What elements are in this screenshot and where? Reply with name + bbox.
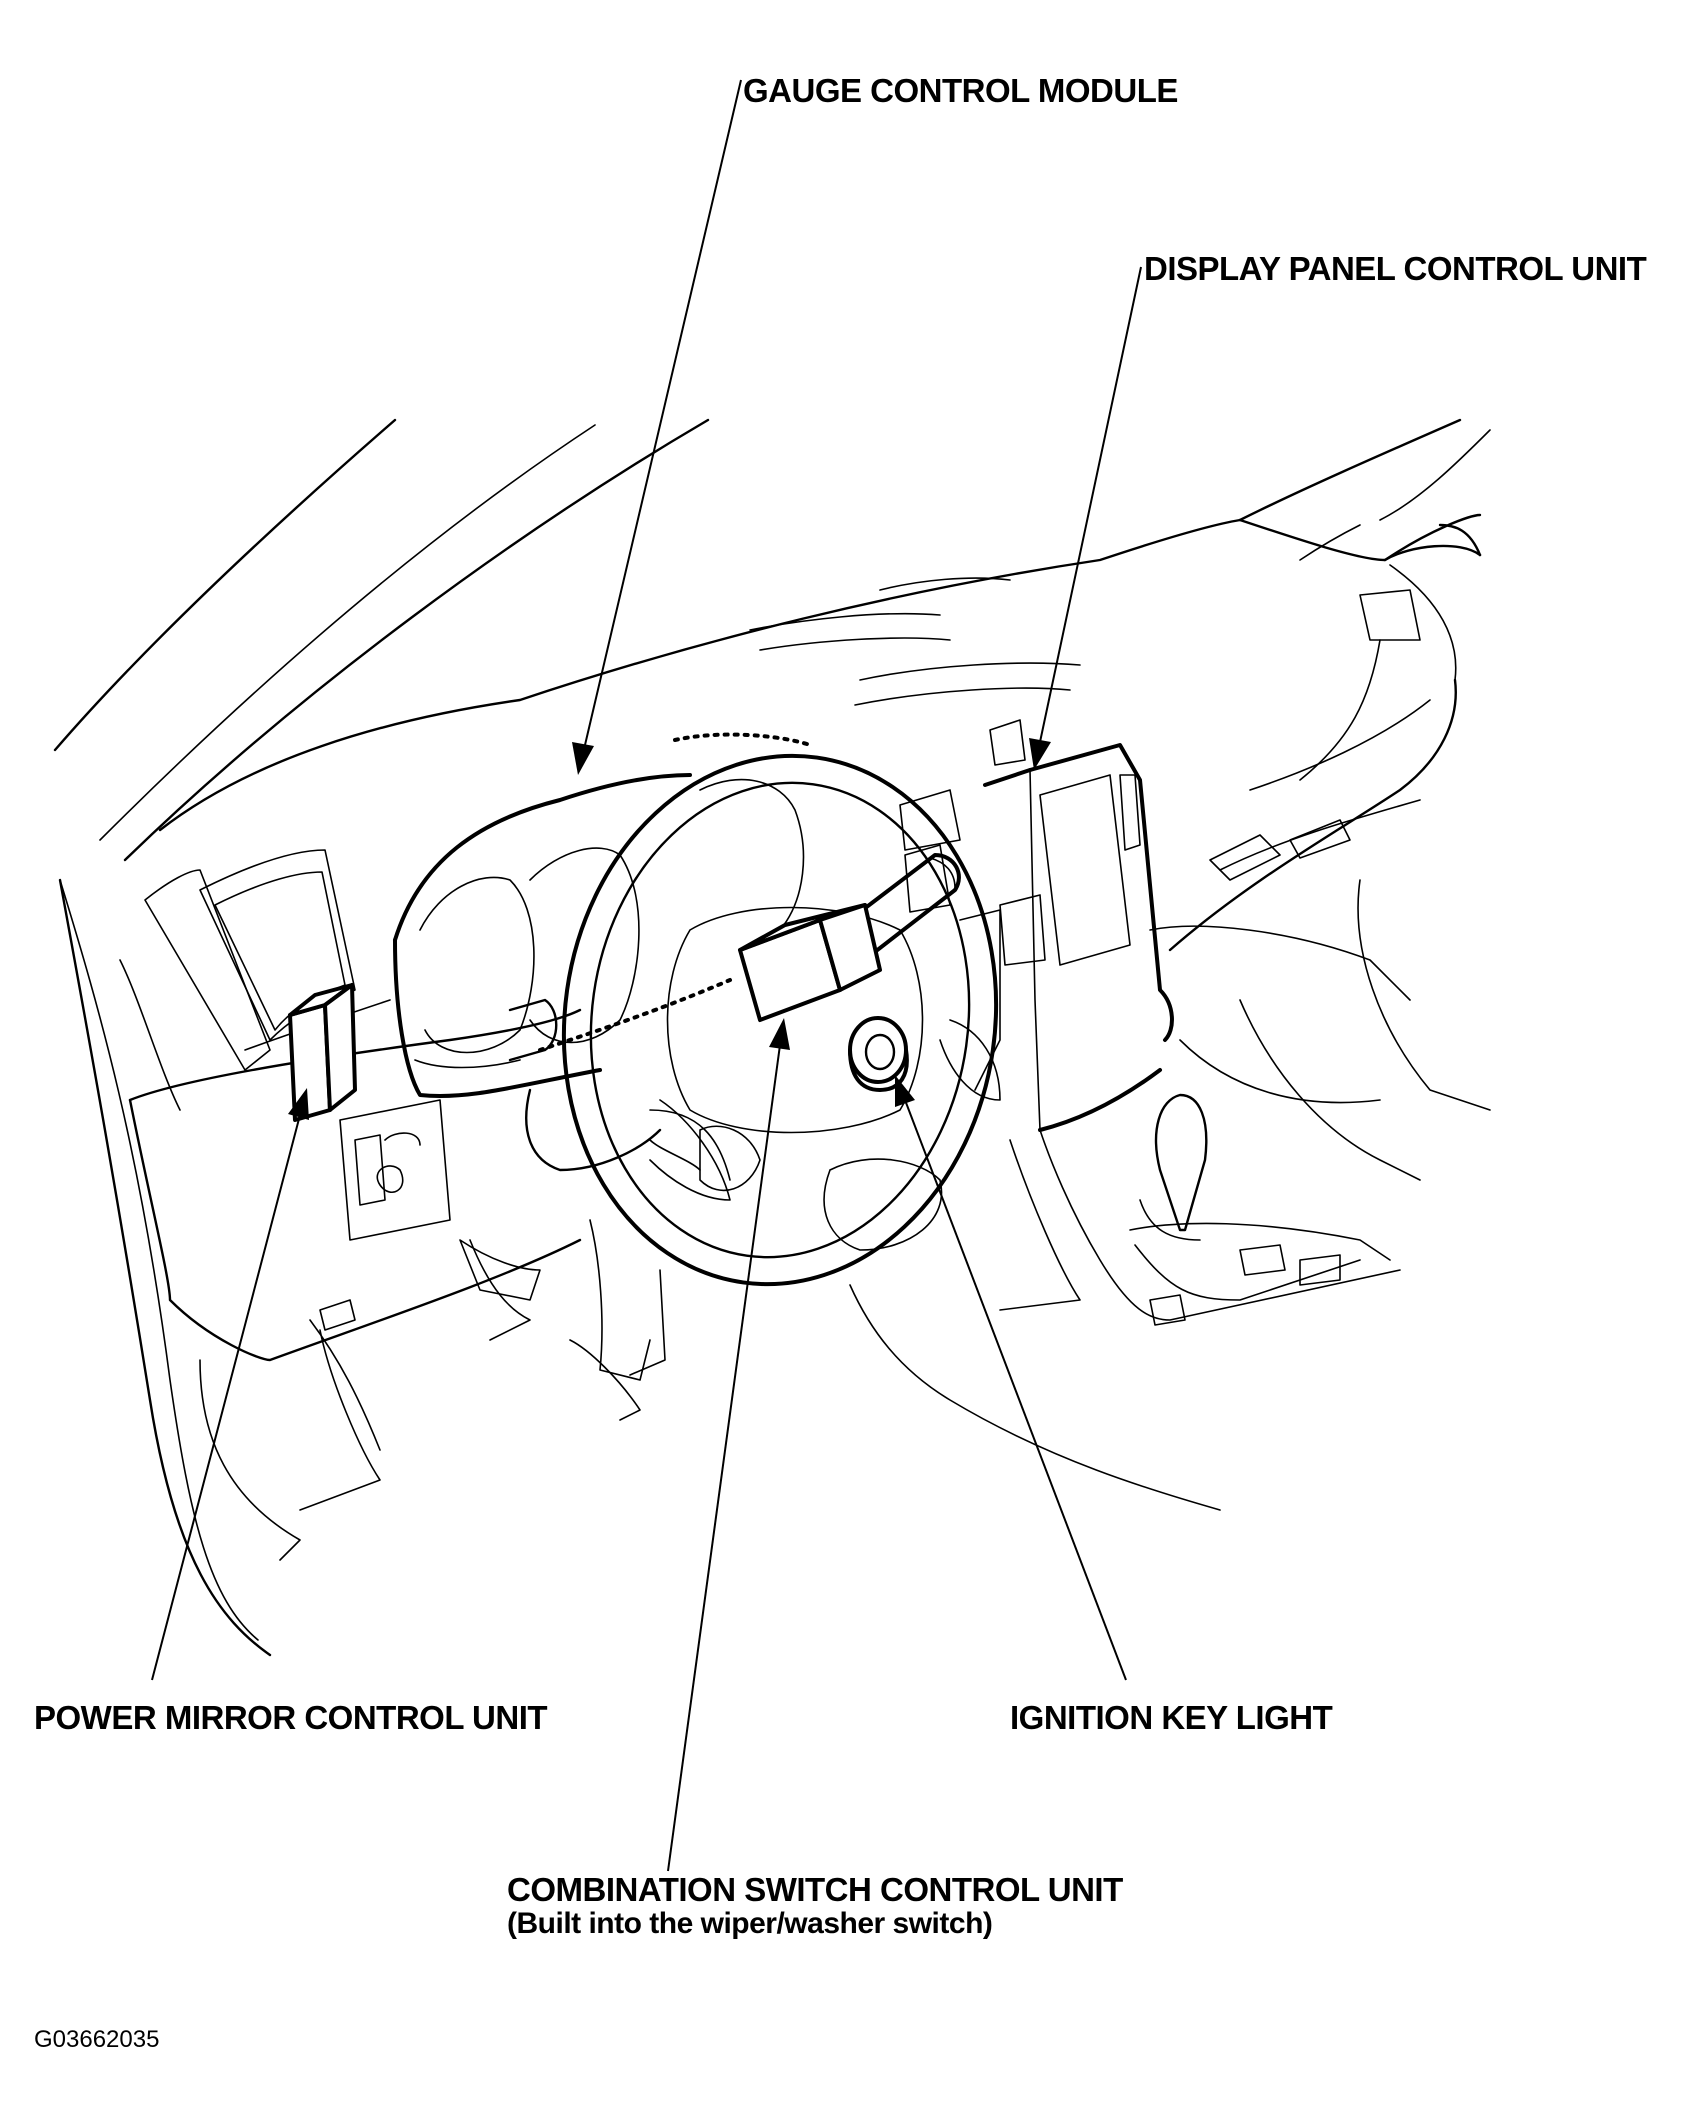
label-gauge-control-module: GAUGE CONTROL MODULE	[743, 72, 1178, 109]
floor-area	[199, 1219, 1221, 1561]
label-display-panel-control-unit: DISPLAY PANEL CONTROL UNIT	[1144, 250, 1647, 287]
hidden-wire-path	[538, 732, 812, 1052]
lower-dash	[128, 1008, 641, 1511]
windshield-pillar	[53, 418, 710, 1657]
steering-wheel	[561, 753, 1001, 1287]
right-side-lines	[1299, 429, 1491, 1111]
center-console	[999, 925, 1421, 1326]
leader-ignition-key-light	[895, 1075, 1127, 1681]
leader-power-mirror	[151, 1088, 309, 1681]
steering-column	[508, 853, 961, 1172]
label-combination-switch-control-unit: COMBINATION SWITCH CONTROL UNIT	[507, 1871, 1123, 1908]
label-power-mirror-control-unit: POWER MIRROR CONTROL UNIT	[34, 1699, 548, 1736]
label-ignition-key-light: IGNITION KEY LIGHT	[1010, 1699, 1333, 1736]
label-combination-switch-note: (Built into the wiper/washer switch)	[507, 1907, 993, 1940]
combination-switch-box	[738, 903, 882, 1022]
ignition-key-cylinder	[848, 1016, 909, 1092]
leader-gauge-control-module	[572, 79, 742, 775]
center-stack	[899, 719, 1174, 1132]
gauge-cluster	[393, 773, 805, 1098]
dashboard-top	[158, 418, 1482, 952]
leader-display-panel	[1029, 266, 1142, 770]
figure-code: G03662035	[34, 2026, 160, 2053]
leader-combination-switch	[667, 1018, 790, 1872]
power-mirror-box	[288, 983, 357, 1122]
